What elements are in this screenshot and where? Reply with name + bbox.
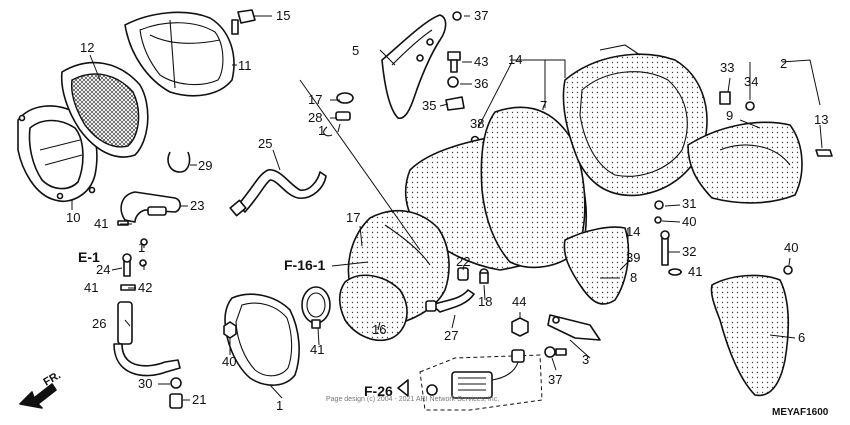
gasket-plate-part-6 <box>224 293 300 386</box>
side-cover-part-9 <box>687 121 803 204</box>
callout-1-left: 1 <box>138 240 145 255</box>
air-filter-element-part-5 <box>60 61 149 158</box>
reference-f26: F-26 <box>364 383 393 399</box>
callout-26: 28 <box>308 110 322 125</box>
reference-f16-1: F-16-1 <box>284 257 325 273</box>
leader-lines <box>71 15 823 401</box>
callout-36: 37 <box>474 8 488 23</box>
callout-27: 29 <box>198 158 212 173</box>
intake-duct-part-15 <box>338 210 450 342</box>
watermark: Page design (c) 2004 - 2021 ARI Network … <box>326 396 499 403</box>
reference-labels: E-1 F-16-1 F-26 <box>78 249 409 399</box>
hose-part-23 <box>229 169 327 217</box>
callout-37-bottom: 39 <box>626 250 640 265</box>
callout-41-right: 42 <box>138 280 152 295</box>
diagram-code: MEYAF1600 <box>772 407 829 418</box>
bolt-part-16 <box>231 9 256 35</box>
callout-17-top: 17 <box>308 92 322 107</box>
callout-32: 34 <box>744 74 758 89</box>
reference-e1: E-1 <box>78 249 100 265</box>
callout-9: 9 <box>726 108 733 123</box>
callout-6: 1 <box>276 398 283 413</box>
callout-19: 22 <box>456 254 470 269</box>
fender-part-8 <box>710 274 790 397</box>
callout-41-left-bottom: 41 <box>84 280 98 295</box>
callout-23: 25 <box>258 136 272 151</box>
small-parts-17-26-1 <box>323 92 354 137</box>
callout-39: 40 <box>222 354 236 369</box>
callout-25: 27 <box>444 328 458 343</box>
callout-11: 8 <box>630 270 637 285</box>
regulator-assembly-box <box>419 349 543 411</box>
callout-42: 41 <box>310 342 324 357</box>
bracket-part-11 <box>563 226 630 305</box>
callout-40-top: 40 <box>682 214 696 229</box>
clamp-plug-parts-28-20 <box>169 377 183 409</box>
nut-part-39 <box>223 321 237 339</box>
callout-16: 15 <box>276 8 290 23</box>
callout-labels: 15 12 11 10 29 23 25 5 17 28 1 37 43 36 … <box>66 8 828 413</box>
bolt-part-38 <box>783 265 793 275</box>
callout-8: 6 <box>798 330 805 345</box>
callout-43: 44 <box>512 294 526 309</box>
bolts-parts-43-35 <box>511 317 567 358</box>
callout-20: 21 <box>192 392 206 407</box>
callout-1-top: 1 <box>318 123 325 138</box>
callout-40-bottom: 41 <box>688 264 702 279</box>
filter-cage-part-4 <box>124 11 235 97</box>
callout-14-top: 14 <box>508 52 522 67</box>
callout-41-left-top: 41 <box>94 216 108 231</box>
callout-15: 16 <box>372 322 386 337</box>
callout-35: 37 <box>548 372 562 387</box>
callout-22: 24 <box>96 262 110 277</box>
callout-28: 30 <box>138 376 152 391</box>
front-arrow-icon <box>19 383 57 409</box>
callout-29: 31 <box>682 196 696 211</box>
callout-13: 3 <box>582 352 589 367</box>
callout-31: 33 <box>720 60 734 75</box>
callout-34: 36 <box>474 76 488 91</box>
callout-7: 7 <box>540 98 547 113</box>
callout-44: 43 <box>474 54 488 69</box>
drain-tube-part-24 <box>113 301 181 377</box>
small-parts-19-18 <box>457 267 489 284</box>
callout-3: 10 <box>66 210 80 225</box>
callout-38: 40 <box>784 240 798 255</box>
side-panel-part-10 <box>381 14 447 119</box>
hose-part-21 <box>120 191 182 223</box>
callout-4: 11 <box>238 58 252 73</box>
reference-f26-arrow <box>397 379 409 397</box>
callout-10: 5 <box>352 43 359 58</box>
callout-17-mid: 17 <box>346 210 360 225</box>
callout-18: 18 <box>478 294 492 309</box>
front-direction-indicator: FR. <box>19 369 63 409</box>
callout-2: 2 <box>780 56 787 71</box>
clamp-band-part-42 <box>301 286 331 329</box>
fasteners-right <box>719 91 833 157</box>
callout-33: 35 <box>422 98 436 113</box>
front-label: FR. <box>42 369 63 388</box>
callout-5: 12 <box>80 40 94 55</box>
clip-part-27 <box>167 151 191 173</box>
callout-24: 26 <box>92 316 106 331</box>
callout-14-bottom: 14 <box>626 224 640 239</box>
callout-12: 13 <box>814 112 828 127</box>
upper-case-part-14 <box>562 44 708 197</box>
bracket-part-13 <box>547 314 601 341</box>
hose-part-25 <box>425 289 475 313</box>
callout-37-top: 38 <box>470 116 484 131</box>
callout-21: 23 <box>190 198 204 213</box>
fasteners-29-40-30-40 <box>654 200 682 276</box>
callout-30: 32 <box>682 244 696 259</box>
